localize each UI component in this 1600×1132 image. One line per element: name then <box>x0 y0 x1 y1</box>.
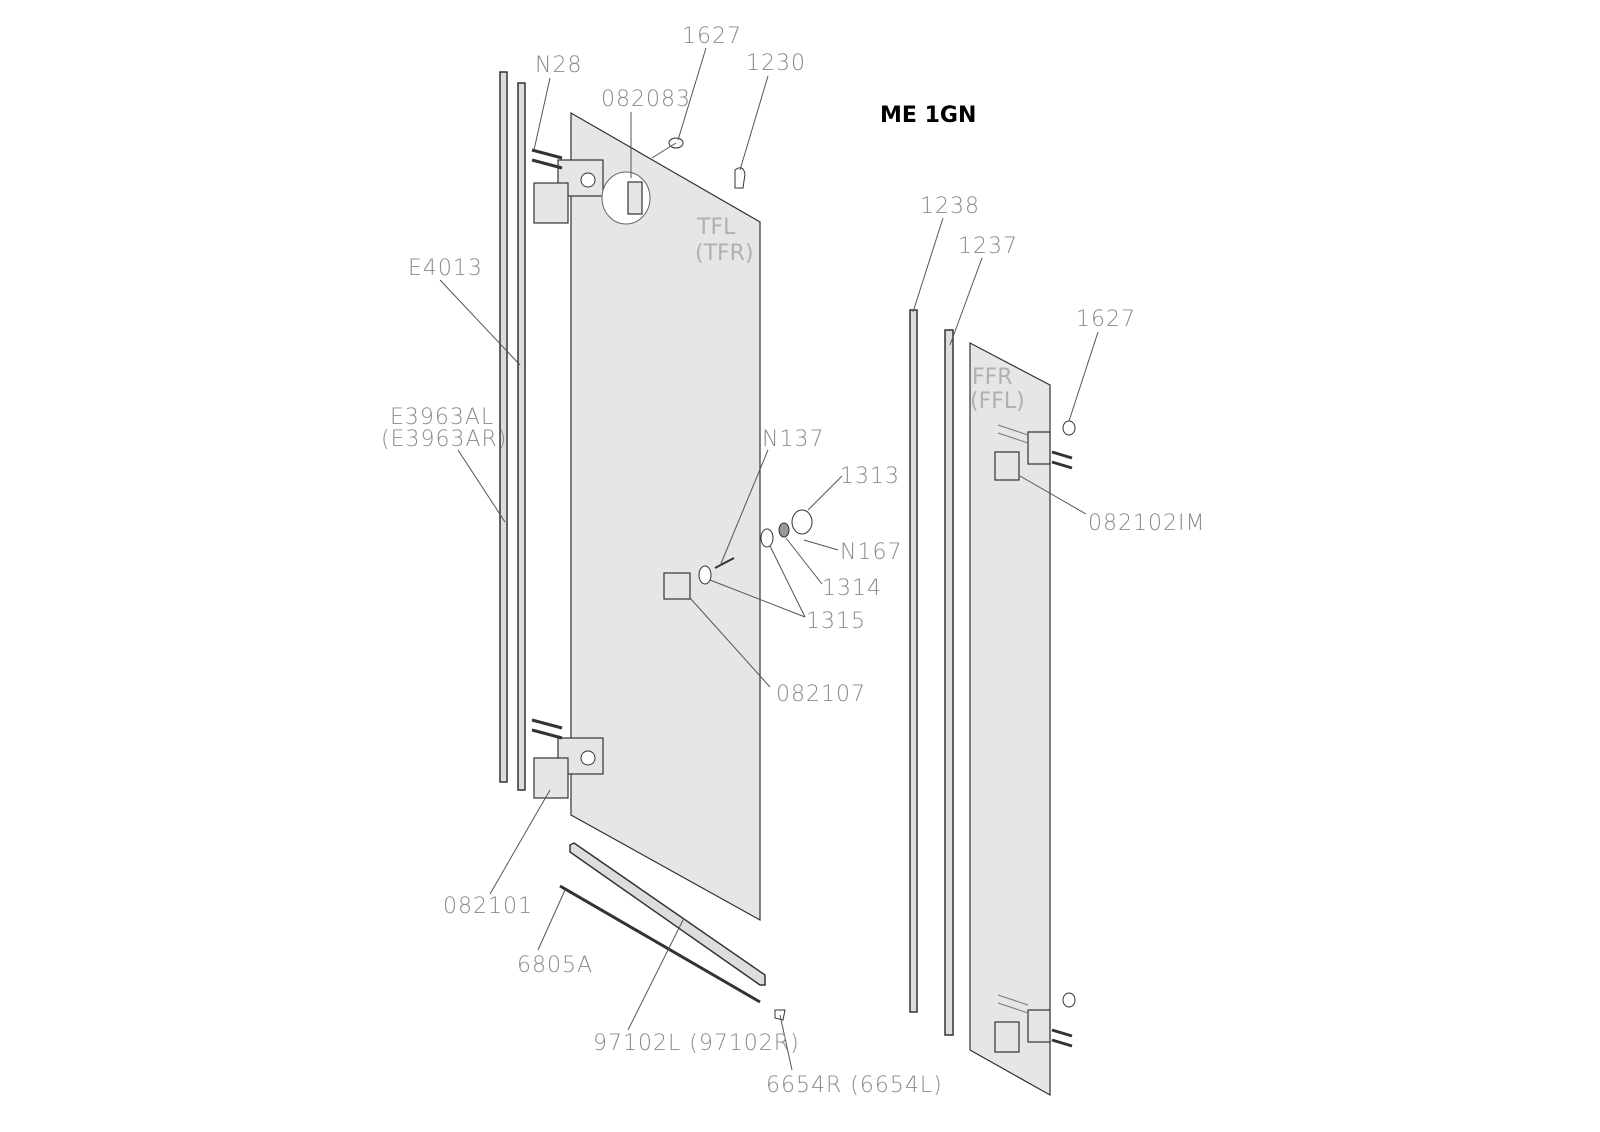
door-glass-panel <box>570 111 761 922</box>
label-1627-right: 1627 <box>1076 307 1136 332</box>
clip-1230 <box>734 167 746 189</box>
profile-e4013 <box>517 82 526 791</box>
hinge-top <box>531 148 604 224</box>
bracket-bottom <box>994 992 1076 1053</box>
label-1627-top: 1627 <box>682 24 742 49</box>
washer-1315 <box>698 565 712 585</box>
detail-082083 <box>601 171 651 225</box>
profile-1238 <box>909 309 918 1013</box>
label-6654: 6654R (6654L) <box>766 1073 943 1098</box>
label-e3963ar: (E3963AR) <box>381 427 507 452</box>
knob-082107 <box>663 572 691 600</box>
label-e3963al: E3963AL <box>390 405 494 430</box>
knob-1313 <box>791 509 813 535</box>
fixed-panel-code-alt: (FFL) <box>970 389 1025 414</box>
label-6805a: 6805A <box>517 953 593 978</box>
label-1315: 1315 <box>806 609 866 634</box>
diagram-title: ME 1GN <box>880 103 976 128</box>
screw-n137 <box>714 557 735 569</box>
hinge-bottom <box>531 718 604 799</box>
profile-1237 <box>944 329 954 1036</box>
leader-lines <box>439 47 1099 1071</box>
label-n137: N137 <box>762 427 824 452</box>
label-97102: 97102L (97102R) <box>593 1031 800 1056</box>
door-panel-code: TFL <box>696 215 736 240</box>
wall-profile-e3963 <box>499 71 508 783</box>
rod-6805a <box>559 884 761 1004</box>
label-1230: 1230 <box>746 51 806 76</box>
label-n167: N167 <box>840 540 902 565</box>
label-082107: 082107 <box>776 682 866 707</box>
door-panel-code-alt: (TFR) <box>695 241 754 266</box>
nut-1314 <box>778 522 790 538</box>
seal-97102 <box>569 842 766 986</box>
label-082102im: 082102IM <box>1088 511 1205 536</box>
fixed-glass-panel <box>969 342 1051 1097</box>
label-1314: 1314 <box>822 576 882 601</box>
label-n28: N28 <box>535 53 582 78</box>
label-082101: 082101 <box>443 894 533 919</box>
fixed-panel-code: FFR <box>972 365 1013 390</box>
label-1237: 1237 <box>958 234 1018 259</box>
bracket-top <box>994 420 1076 481</box>
label-1313: 1313 <box>840 464 900 489</box>
label-1238: 1238 <box>920 194 980 219</box>
label-e4013: E4013 <box>408 256 483 281</box>
label-082083: 082083 <box>601 87 691 112</box>
